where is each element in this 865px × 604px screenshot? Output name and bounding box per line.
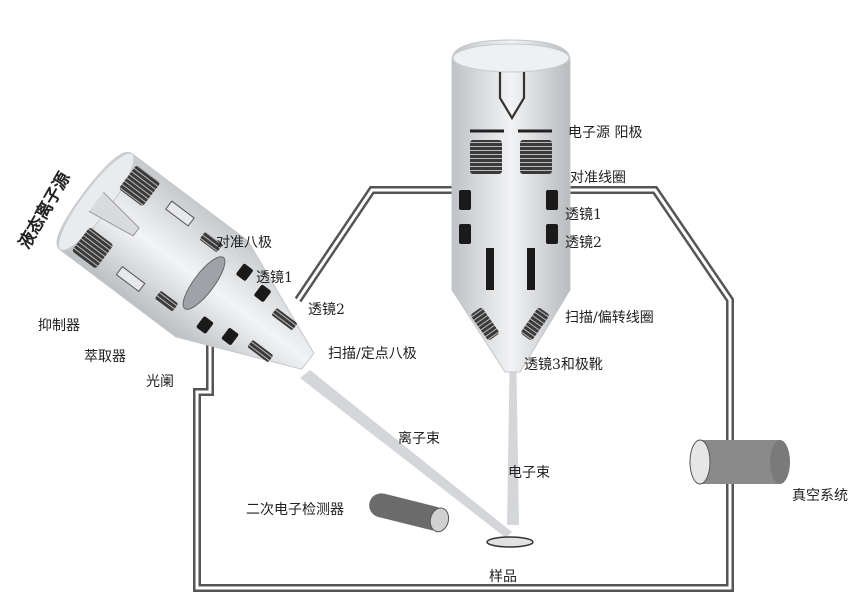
label-extractor: 萃取器 (84, 349, 126, 365)
label-lens3-pole-shoe: 透镜3和极靴 (524, 357, 603, 373)
label-aperture: 光阑 (146, 374, 174, 390)
electron-lens2-right (546, 224, 558, 244)
label-ion-beam: 离子束 (398, 430, 440, 447)
label-electron-source-anode: 电子源 阳极 (568, 125, 642, 141)
electron-lens1-right (546, 190, 558, 210)
electron-beam (507, 340, 519, 525)
sample (486, 536, 534, 548)
pole-shoe-coil-right (521, 308, 549, 340)
alignment-coil-right (520, 140, 552, 174)
label-lens2-electron: 透镜2 (565, 235, 602, 251)
vacuum-chamber (193, 186, 734, 592)
ion-column (56, 152, 315, 370)
secondary-electron-detector (369, 493, 450, 533)
label-sample: 样品 (489, 569, 517, 585)
label-scan-point-octupole: 扫描/定点八极 (328, 346, 417, 362)
ion-beam (300, 370, 512, 538)
alignment-coil-left (470, 140, 502, 174)
electron-column (451, 39, 571, 373)
electron-lens2-left (459, 224, 471, 244)
electron-lens1-left (459, 190, 471, 210)
label-lens1-ion: 透镜1 (256, 270, 293, 286)
label-suppressor: 抑制器 (38, 318, 80, 334)
label-secondary-electron-detector: 二次电子检测器 (246, 502, 344, 518)
label-electron-beam: 电子束 (508, 465, 550, 481)
label-alignment-coil: 对准线圈 (570, 170, 626, 186)
deflection-rod-right (527, 248, 535, 290)
label-lens2-ion: 透镜2 (308, 302, 345, 318)
label-alignment-octupole: 对准八极 (216, 235, 272, 251)
deflection-rod-left (486, 248, 494, 290)
pole-shoe-coil-left (471, 308, 499, 340)
label-vacuum-system: 真空系统 (792, 488, 848, 504)
vacuum-pump (689, 439, 790, 485)
label-scan-deflection-coil: 扫描/偏转线圈 (565, 310, 654, 326)
label-lens1-electron: 透镜1 (565, 207, 602, 223)
